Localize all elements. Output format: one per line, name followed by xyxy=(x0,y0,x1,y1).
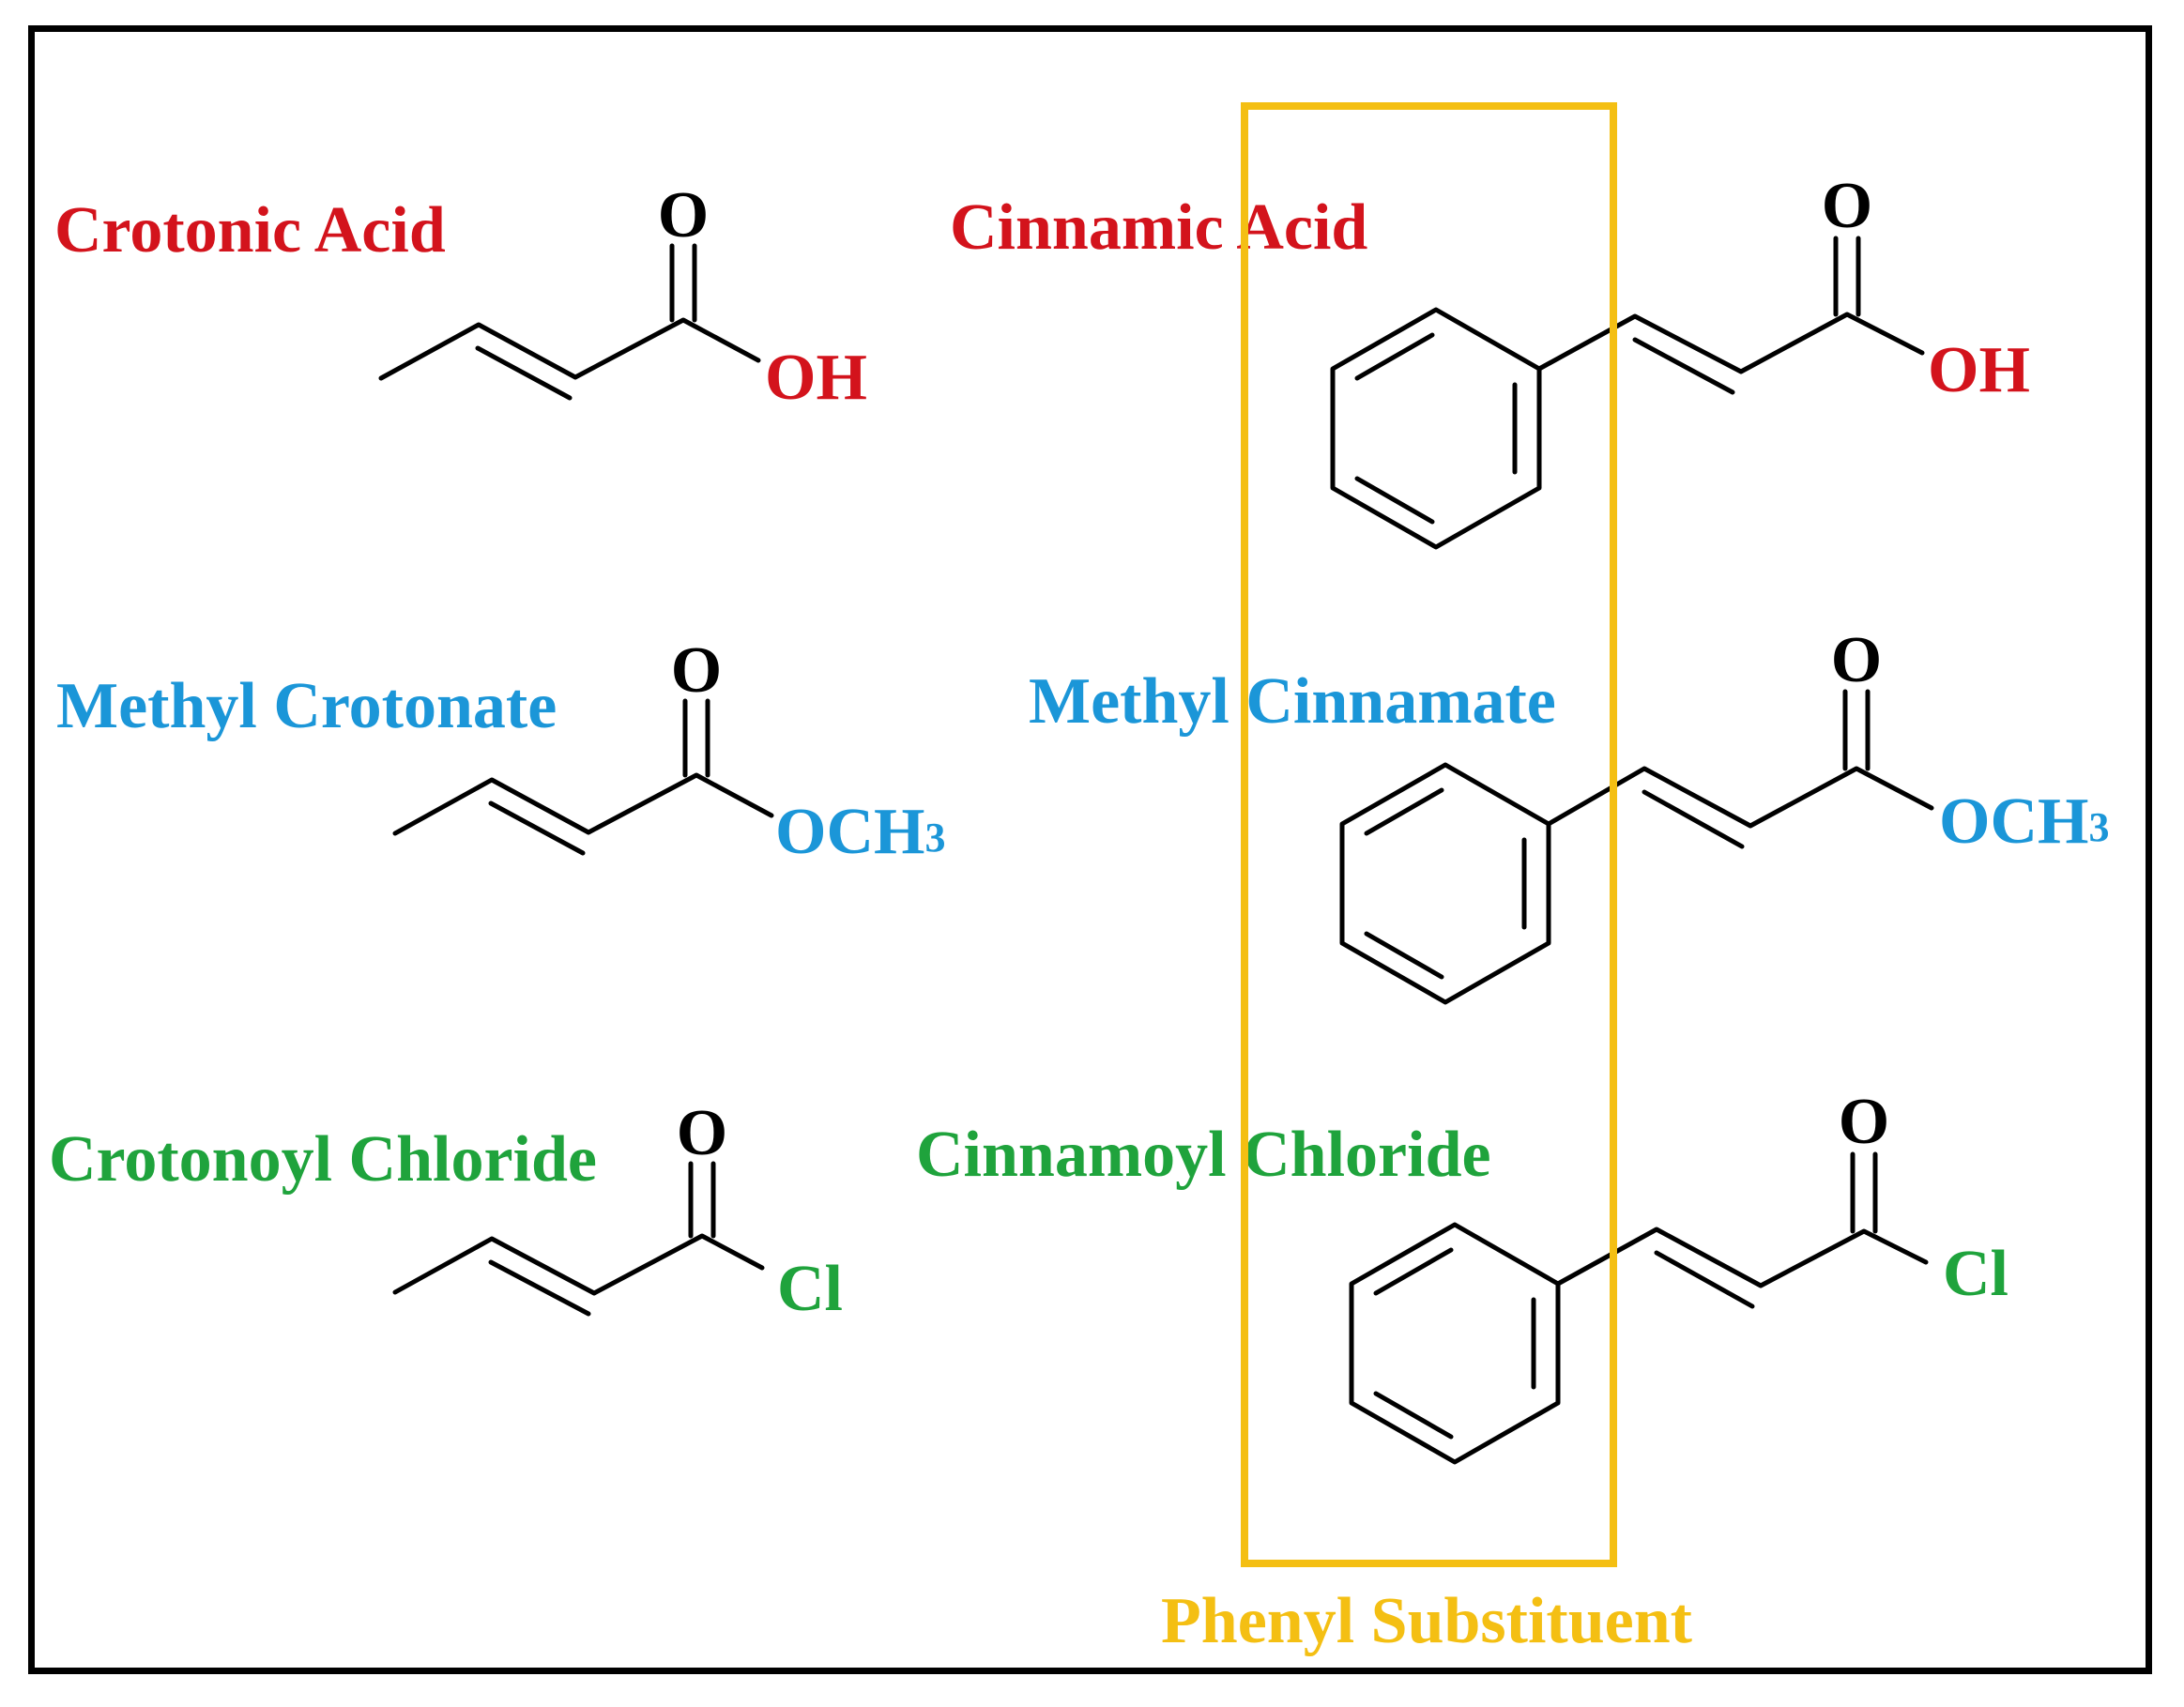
cinnamic-acid-structure: Cinnamic Acid O OH xyxy=(950,170,2030,550)
cinnamoyl-chloride-cl-group: Cl xyxy=(1943,1238,2008,1310)
cinnamic-acid-carbonyl-oxygen: O xyxy=(1822,170,1872,242)
methyl-cinnamate-och3-group: OCH3 xyxy=(1939,785,2109,858)
methyl-crotonate-name: Methyl Crotonate xyxy=(56,670,557,742)
methyl-crotonate-chain xyxy=(392,772,774,836)
crotonic-acid-double-bond xyxy=(475,345,573,401)
phenyl-substituent-label: Phenyl Substituent xyxy=(1161,1585,1692,1657)
crotonoyl-chloride-structure: Crotonoyl Chloride O Cl xyxy=(49,1097,843,1325)
crotonoyl-chloride-name: Crotonoyl Chloride xyxy=(49,1123,597,1196)
cinnamic-acid-oh-group: OH xyxy=(1928,334,2030,406)
methyl-cinnamate-benzene-ring xyxy=(1339,762,1551,1005)
cinnamoyl-chloride-structure: Cinnamoyl Chloride O Cl xyxy=(916,1086,2008,1465)
crotonoyl-chloride-carbonyl-oxygen: O xyxy=(677,1097,727,1169)
methyl-cinnamate-structure: Methyl Cinnamate O OCH3 xyxy=(1029,624,2109,1005)
cinnamoyl-chloride-name: Cinnamoyl Chloride xyxy=(916,1119,1491,1191)
cinnamic-acid-name: Cinnamic Acid xyxy=(950,191,1367,264)
cinnamoyl-chloride-ring-double-bond-2 xyxy=(1373,1247,1454,1296)
methyl-cinnamate-ring-double-bond-3 xyxy=(1364,931,1444,980)
methyl-cinnamate-ring-double-bond-2 xyxy=(1364,787,1444,836)
cinnamic-acid-ring-double-bond-2 xyxy=(1354,332,1435,381)
cinnamic-acid-chain xyxy=(1536,312,1925,374)
crotonic-acid-carbonyl-oxygen: O xyxy=(658,179,709,251)
methyl-crotonate-och3-group: OCH3 xyxy=(775,796,945,868)
methyl-cinnamate-alkene-double-bond xyxy=(1642,789,1745,849)
crotonoyl-chloride-chain xyxy=(392,1233,765,1296)
methyl-crotonate-structure: Methyl Crotonate O OCH3 xyxy=(56,634,945,868)
figure-frame xyxy=(28,25,2152,1674)
cinnamoyl-chloride-ring-double-bond-3 xyxy=(1373,1391,1454,1440)
cinnamoyl-chloride-carbonyl-oxygen: O xyxy=(1839,1086,1889,1158)
crotonic-acid-structure: Crotonic Acid O OH xyxy=(54,179,867,414)
cinnamic-acid-ring-double-bond-3 xyxy=(1354,476,1435,525)
methyl-cinnamate-name: Methyl Cinnamate xyxy=(1029,665,1556,738)
phenyl-substituent-box xyxy=(1241,102,1617,1567)
crotonic-acid-chain xyxy=(378,317,761,381)
cinnamoyl-chloride-benzene-ring xyxy=(1349,1222,1561,1465)
cinnamoyl-chloride-alkene-double-bond xyxy=(1654,1250,1755,1309)
crotonoyl-chloride-cl-group: Cl xyxy=(777,1253,843,1325)
cinnamic-acid-alkene-double-bond xyxy=(1632,337,1735,395)
methyl-cinnamate-chain xyxy=(1546,766,1934,829)
methyl-cinnamate-carbonyl-oxygen: O xyxy=(1831,624,1882,696)
methyl-crotonate-double-bond xyxy=(488,800,586,856)
cinnamoyl-chloride-chain xyxy=(1555,1227,1929,1288)
crotonic-acid-name: Crotonic Acid xyxy=(54,194,446,267)
methyl-crotonate-carbonyl-oxygen: O xyxy=(671,634,722,707)
cinnamic-acid-benzene-ring xyxy=(1330,307,1542,550)
crotonoyl-chloride-double-bond xyxy=(488,1259,591,1317)
crotonic-acid-oh-group: OH xyxy=(765,342,867,414)
